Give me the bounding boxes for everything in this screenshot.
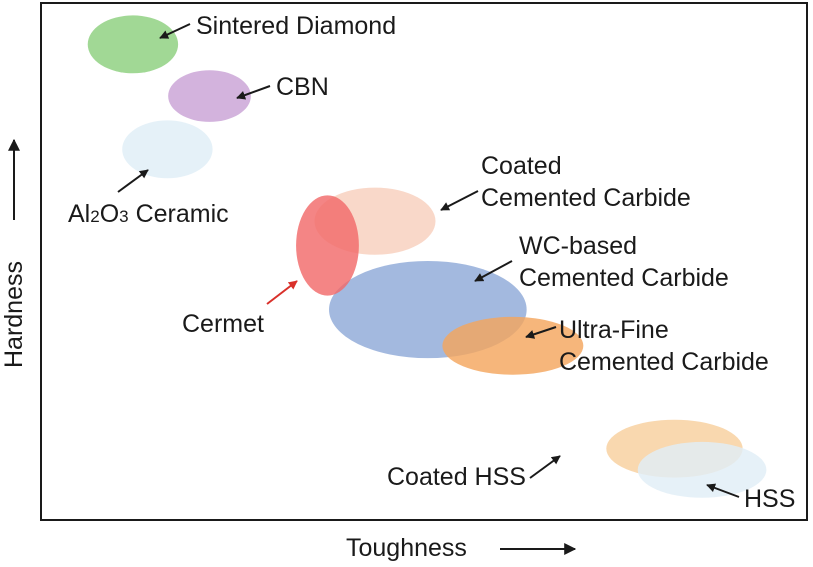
arrow-ultra-fine-cemented-carbide xyxy=(525,326,557,339)
plot-frame xyxy=(40,2,808,521)
region-al2o3-ceramic xyxy=(122,120,213,179)
label-sintered-diamond: Sintered Diamond xyxy=(196,12,396,40)
region-cbn xyxy=(168,70,251,122)
label-coated-hss: Coated HSS xyxy=(387,463,526,491)
arrow-hss xyxy=(706,483,740,498)
arrow-cermet xyxy=(266,280,298,305)
arrow-al2o3-ceramic xyxy=(117,169,149,193)
arrow-coated-hss xyxy=(529,455,561,479)
region-cermet xyxy=(296,195,359,296)
label-al2o3-ceramic: Al2O3 Ceramic xyxy=(68,200,229,228)
arrow-cbn xyxy=(236,85,271,100)
label-cbn: CBN xyxy=(276,73,329,101)
arrow-coated-cemented-carbide xyxy=(440,190,479,211)
label-hss: HSS xyxy=(744,485,795,513)
x-axis-title: Toughness xyxy=(346,534,467,562)
arrow-sintered-diamond xyxy=(159,23,191,39)
region-sintered-diamond xyxy=(87,15,179,74)
label-cermet: Cermet xyxy=(182,310,264,338)
region-ultra-fine-cemented-carbide xyxy=(442,316,584,375)
arrow-layer xyxy=(117,23,740,498)
arrow-wc-based-cemented-carbide xyxy=(474,260,513,282)
y-axis-title: Hardness xyxy=(0,261,28,368)
region-hss xyxy=(637,441,767,498)
region-layer xyxy=(87,15,767,498)
